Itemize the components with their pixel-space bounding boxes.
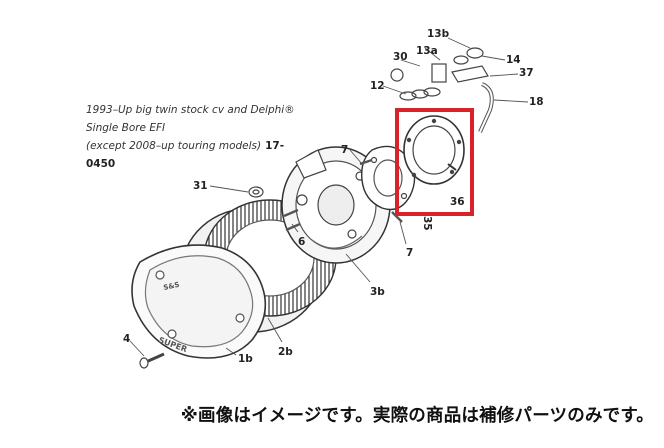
caption-part-number: 17-0450 (86, 140, 285, 170)
callout-13b: 13b (427, 28, 450, 40)
footer-note: ※画像はイメージです。実際の商品は補修パーツのみです。 (180, 406, 654, 426)
caption-line-1: 1993–Up big twin stock cv and Delphi® Si… (86, 104, 295, 134)
air-cleaner-cover (131, 244, 267, 359)
callout-4: 4 (123, 333, 130, 345)
callout-2b: 2b (278, 346, 293, 358)
callout-36: 36 (450, 196, 465, 208)
bolt-4 (139, 352, 165, 369)
callout-31: 31 (193, 180, 208, 192)
callout-37: 37 (519, 67, 534, 79)
breather-hardware (390, 47, 494, 133)
callout-3b: 3b (370, 286, 385, 298)
callout-1b: 1b (238, 353, 253, 365)
callout-13a: 13a (416, 45, 438, 57)
callout-14: 14 (506, 54, 521, 66)
screws-6 (283, 208, 301, 232)
callout-7-top: 7 (341, 144, 348, 156)
leader-lines (129, 37, 529, 357)
callout-12: 12 (370, 80, 385, 92)
caption-line-2: (except 2008–up touring models)17-0450 (86, 137, 306, 173)
callout-7-bottom: 7 (406, 247, 413, 259)
callout-6: 6 (298, 236, 305, 248)
highlight-box (395, 108, 474, 216)
caption-line-2-text: (except 2008–up touring models) (86, 140, 262, 152)
callout-18: 18 (529, 96, 544, 108)
cover-logo-brand: S&S (163, 281, 180, 292)
callout-30: 30 (393, 51, 408, 63)
fitment-caption: 1993–Up big twin stock cv and Delphi® Si… (86, 101, 306, 173)
callout-35: 35 (421, 216, 433, 231)
nut-31 (248, 186, 264, 198)
gasket-ring-36 (403, 115, 465, 185)
